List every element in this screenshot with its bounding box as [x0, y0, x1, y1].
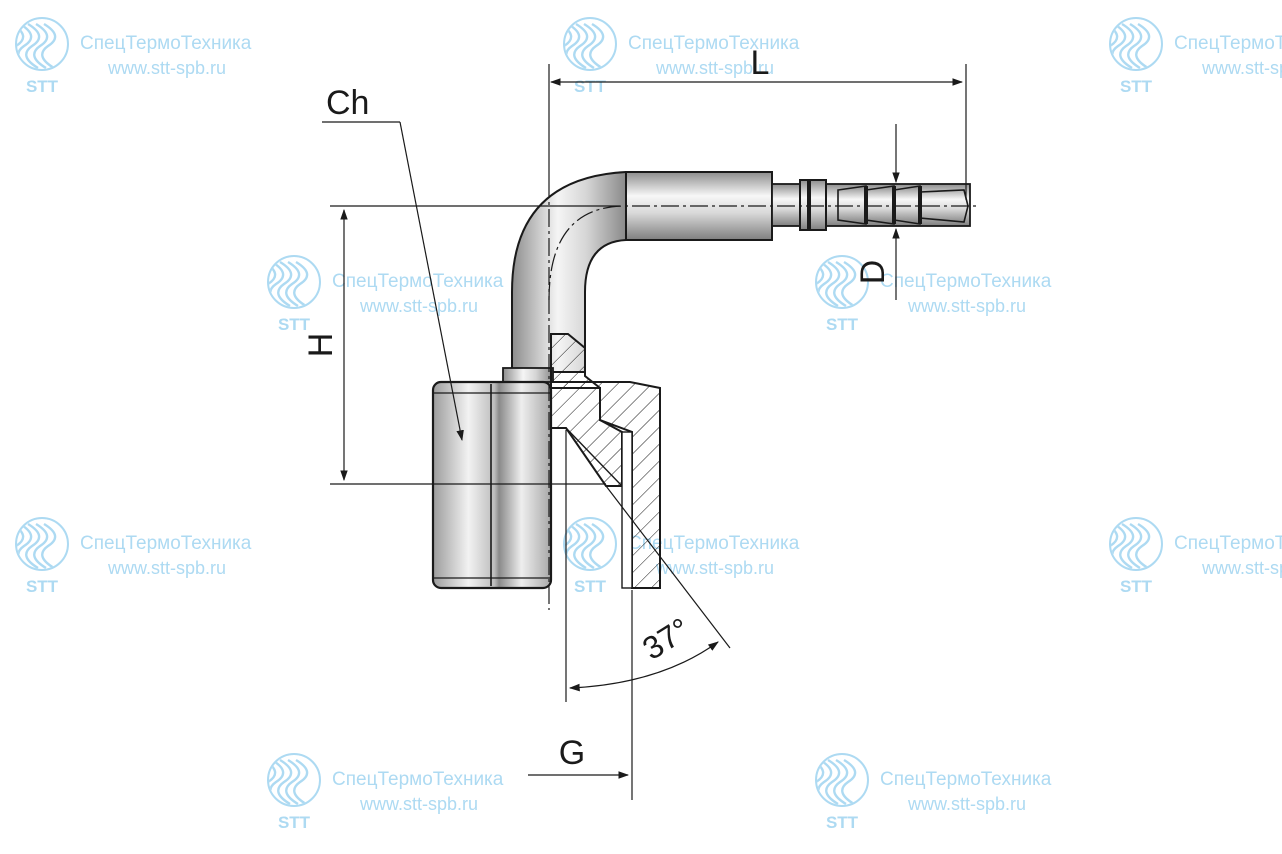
watermark: STT СпецТермоТехника www.stt-spb.ru: [1109, 517, 1282, 596]
watermark-url: www.stt-spb.ru: [907, 296, 1026, 316]
fitting-section: [550, 333, 661, 589]
watermark-abbr: STT: [278, 315, 311, 334]
dimension-d: D: [854, 124, 900, 300]
watermark-name: СпецТермоТехника: [880, 271, 1052, 292]
watermark: STT СпецТермоТехника www.stt-spb.ru: [15, 517, 252, 596]
watermark: STT СпецТермоТехника www.stt-spb.ru: [267, 753, 504, 832]
label-angle: 37°: [636, 611, 696, 667]
watermark-url: www.stt-spb.ru: [359, 296, 478, 316]
watermark-abbr: STT: [26, 77, 59, 96]
collar-ring: [799, 179, 827, 231]
watermark: STT СпецТермоТехника www.stt-spb.ru: [267, 255, 504, 334]
watermark-name: СпецТермоТехника: [1174, 33, 1282, 54]
watermark-name: СпецТермоТехника: [628, 533, 800, 554]
label-l: L: [751, 44, 770, 82]
watermark-url: www.stt-spb.ru: [107, 558, 226, 578]
watermark-abbr: STT: [1120, 77, 1153, 96]
watermark: STT СпецТермоТехника www.stt-spb.ru: [1109, 17, 1282, 96]
watermark-name: СпецТермоТехника: [80, 33, 252, 54]
dimension-g: G: [528, 430, 633, 800]
label-ch: Ch: [326, 84, 369, 122]
watermark-abbr: STT: [278, 813, 311, 832]
watermark-url: www.stt-spb.ru: [655, 558, 774, 578]
label-g: G: [559, 734, 585, 772]
watermark-name: СпецТермоТехника: [332, 769, 504, 790]
watermark-abbr: STT: [826, 813, 859, 832]
watermark-url: www.stt-spb.ru: [107, 58, 226, 78]
watermark-abbr: STT: [826, 315, 859, 334]
watermark-url: www.stt-spb.ru: [1201, 58, 1282, 78]
label-d: D: [854, 260, 892, 285]
watermark: STT СпецТермоТехника www.stt-spb.ru: [815, 753, 1052, 832]
dimension-l: L: [548, 44, 967, 200]
watermark-url: www.stt-spb.ru: [359, 794, 478, 814]
watermark-name: СпецТермоТехника: [1174, 533, 1282, 554]
watermark: STT СпецТермоТехника www.stt-spb.ru: [15, 17, 252, 96]
watermark: STT СпецТермоТехника www.stt-spb.ru: [563, 517, 800, 596]
watermark-layer: STTСпецТермоТехникаwww.stt-spb.ruSTTСпец…: [15, 17, 1282, 832]
watermark-url: www.stt-spb.ru: [655, 58, 774, 78]
watermark-name: СпецТермоТехника: [332, 271, 504, 292]
leader-ch: Ch: [322, 84, 464, 442]
watermark-url: www.stt-spb.ru: [1201, 558, 1282, 578]
dimension-h: H: [302, 205, 620, 485]
watermark-name: СпецТермоТехника: [880, 769, 1052, 790]
watermark: STT СпецТермоТехника www.stt-spb.ru: [815, 255, 1052, 334]
fitting-exterior: [431, 170, 971, 590]
watermark-abbr: STT: [26, 577, 59, 596]
hex-nut-exterior: [431, 380, 553, 590]
watermark-name: СпецТермоТехника: [628, 33, 800, 54]
label-h: H: [302, 333, 340, 358]
watermark-abbr: STT: [1120, 577, 1153, 596]
elbow-tube: [511, 170, 627, 373]
watermark-abbr: STT: [574, 77, 607, 96]
watermark-name: СпецТермоТехника: [80, 533, 252, 554]
watermark-abbr: STT: [574, 577, 607, 596]
barb-ridges: [837, 185, 969, 225]
watermark: STT СпецТермоТехника www.stt-spb.ru: [563, 17, 800, 96]
nut-neck: [502, 367, 554, 383]
watermark-url: www.stt-spb.ru: [907, 794, 1026, 814]
